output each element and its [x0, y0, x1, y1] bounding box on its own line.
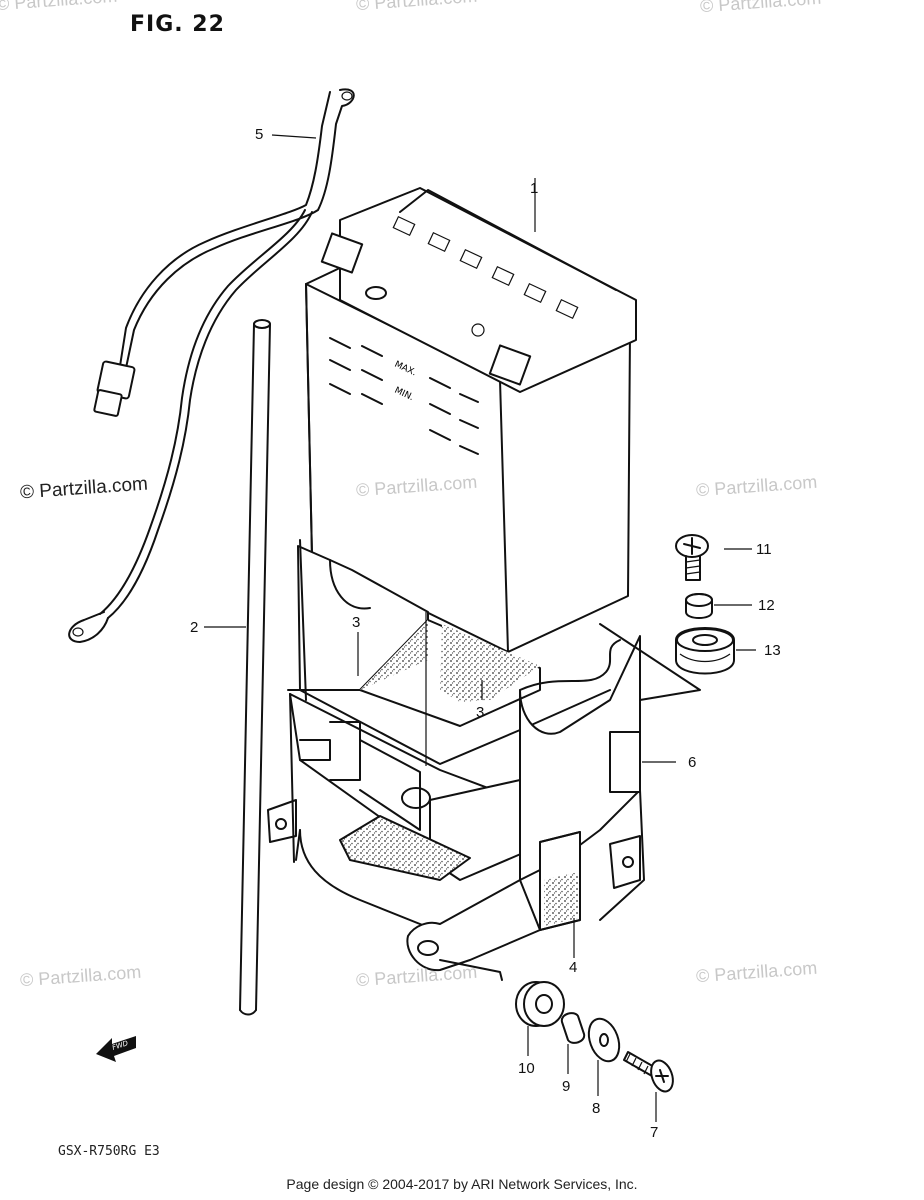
callout-10[interactable]: 10 [518, 1060, 535, 1077]
cushion-pad[interactable] [609, 731, 641, 793]
callout-9[interactable]: 9 [562, 1078, 571, 1095]
vent-hose[interactable] [239, 319, 271, 1016]
battery-lead-wire[interactable] [68, 88, 355, 643]
battery[interactable]: MAX. MIN. [305, 187, 637, 653]
callout-13[interactable]: 13 [764, 642, 781, 659]
battery-case[interactable] [267, 539, 701, 981]
callout-6[interactable]: 6 [688, 754, 697, 771]
callout-2[interactable]: 2 [190, 619, 199, 636]
collar-12[interactable] [685, 593, 713, 619]
leader-lines [204, 134, 756, 1122]
grommet-13[interactable] [675, 627, 735, 675]
callout-5[interactable]: 5 [255, 126, 264, 143]
callout-4[interactable]: 4 [569, 959, 578, 976]
model-code: GSX-R750RG E3 [58, 1144, 160, 1159]
callout-3a[interactable]: 3 [352, 614, 361, 631]
collar-9[interactable] [560, 1012, 586, 1044]
callout-1[interactable]: 1 [530, 180, 539, 197]
callout-11[interactable]: 11 [756, 541, 772, 558]
screw-7[interactable] [623, 1051, 677, 1094]
callout-8[interactable]: 8 [592, 1100, 601, 1117]
washer-8[interactable] [583, 1015, 624, 1066]
callout-7[interactable]: 7 [650, 1124, 659, 1141]
screw-11[interactable] [675, 534, 709, 581]
fwd-arrow-icon: FWD [96, 1036, 136, 1062]
grommet-10[interactable] [515, 981, 565, 1027]
footer-copyright: Page design © 2004-2017 by ARI Network S… [286, 1176, 638, 1192]
callout-3b[interactable]: 3 [476, 704, 485, 721]
figure-title: FIG. 22 [130, 12, 225, 37]
callout-12[interactable]: 12 [758, 597, 775, 614]
